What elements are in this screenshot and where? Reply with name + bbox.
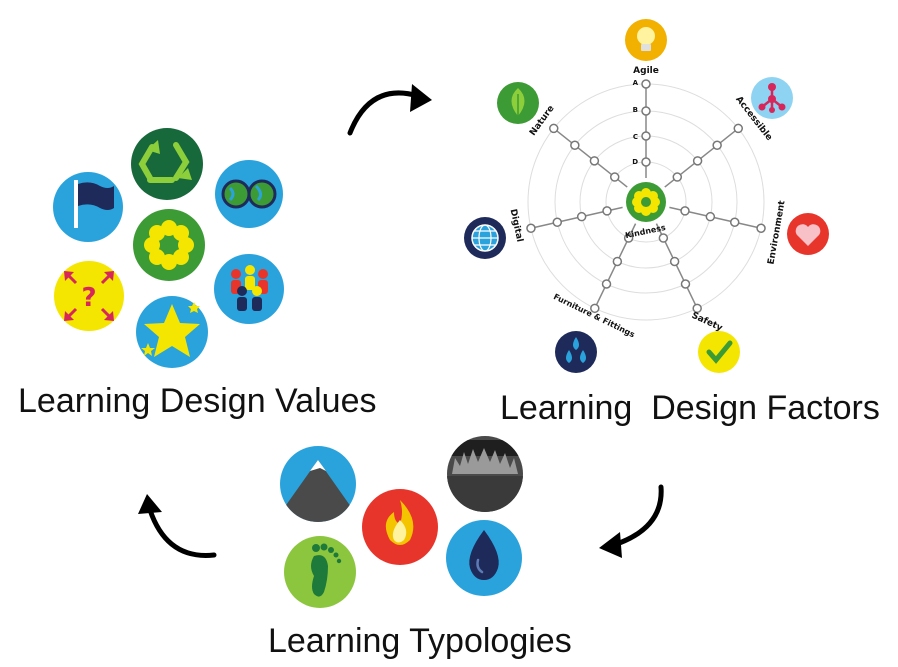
cycle-arrows: [138, 84, 664, 558]
ring-label-a: A: [633, 79, 639, 87]
radar-node: [733, 123, 744, 134]
radar-node: [576, 211, 587, 222]
typologies-cluster: [280, 436, 523, 608]
caption-learning-design-values: Learning Design Values: [18, 382, 377, 420]
ring-label-c: C: [633, 133, 638, 141]
heart-icon: [787, 213, 829, 255]
checkmark-icon: [698, 331, 740, 373]
caption-learning-design-factors: Learning Design Factors: [500, 389, 880, 427]
flower-icon: [133, 209, 205, 281]
radar-node: [658, 233, 669, 243]
axis-label-digital: Digital: [508, 208, 525, 243]
leaf-icon: [497, 82, 539, 124]
fire-icon: [362, 489, 438, 565]
factors-radar: A B C D Kindness Agile Accessible Enviro…: [464, 19, 829, 373]
radar-node: [570, 140, 580, 151]
radar-node: [641, 106, 651, 116]
radar-node: [590, 303, 600, 314]
radar-node: [609, 172, 620, 182]
radar-node: [680, 279, 691, 289]
network-icon: [751, 77, 793, 119]
footprint-icon: [284, 536, 356, 608]
ring-label-b: B: [633, 106, 638, 114]
recycle-icon: [131, 128, 203, 200]
radar-node: [601, 279, 612, 289]
radar-node: [526, 223, 536, 234]
cave-icon: [447, 436, 523, 512]
axis-label-safety: Safety: [690, 311, 724, 334]
radar-node: [756, 223, 766, 234]
ring-labels: A B C D: [632, 79, 638, 166]
radar-node: [712, 140, 722, 151]
radar-node: [589, 156, 600, 166]
radar-node: [612, 256, 623, 267]
radar-node: [623, 233, 634, 243]
radar-nodes: [526, 79, 766, 314]
globe-icon: [464, 217, 506, 259]
arrow-top: [347, 84, 432, 136]
question-arrows-icon: ?: [54, 261, 124, 331]
radar-node: [692, 303, 702, 314]
lightbulb-icon: [625, 19, 667, 61]
kindness-center: Kindness: [624, 182, 667, 240]
radar-node: [641, 79, 651, 89]
radar-node: [641, 157, 651, 167]
arrow-right: [599, 484, 664, 558]
water-drop-icon: [446, 520, 522, 596]
radar-node: [602, 206, 612, 216]
drops-icon: [555, 331, 597, 373]
mountain-icon: [280, 446, 356, 522]
star-icon: [136, 296, 208, 368]
radar-node: [552, 217, 563, 227]
radar-node: [548, 123, 559, 134]
radar-node: [705, 211, 716, 222]
axis-label-environment: Environment: [766, 199, 787, 265]
people-icon: [214, 254, 284, 324]
axis-label-furniture: Furniture & Fittings: [552, 292, 636, 339]
svg-text:?: ?: [81, 283, 96, 313]
caption-learning-typologies: Learning Typologies: [268, 622, 572, 660]
radar-node: [680, 206, 690, 216]
radar-node: [641, 131, 651, 141]
radar-node: [669, 256, 680, 267]
globes-icon: [215, 160, 283, 228]
radar-node: [729, 217, 740, 227]
ring-label-d: D: [632, 158, 638, 166]
axis-label-agile: Agile: [633, 66, 659, 76]
radar-node: [692, 156, 703, 166]
arrow-left: [138, 494, 217, 558]
radar-node: [672, 172, 683, 182]
values-cluster: ?: [53, 128, 284, 368]
flag-icon: [53, 172, 123, 242]
